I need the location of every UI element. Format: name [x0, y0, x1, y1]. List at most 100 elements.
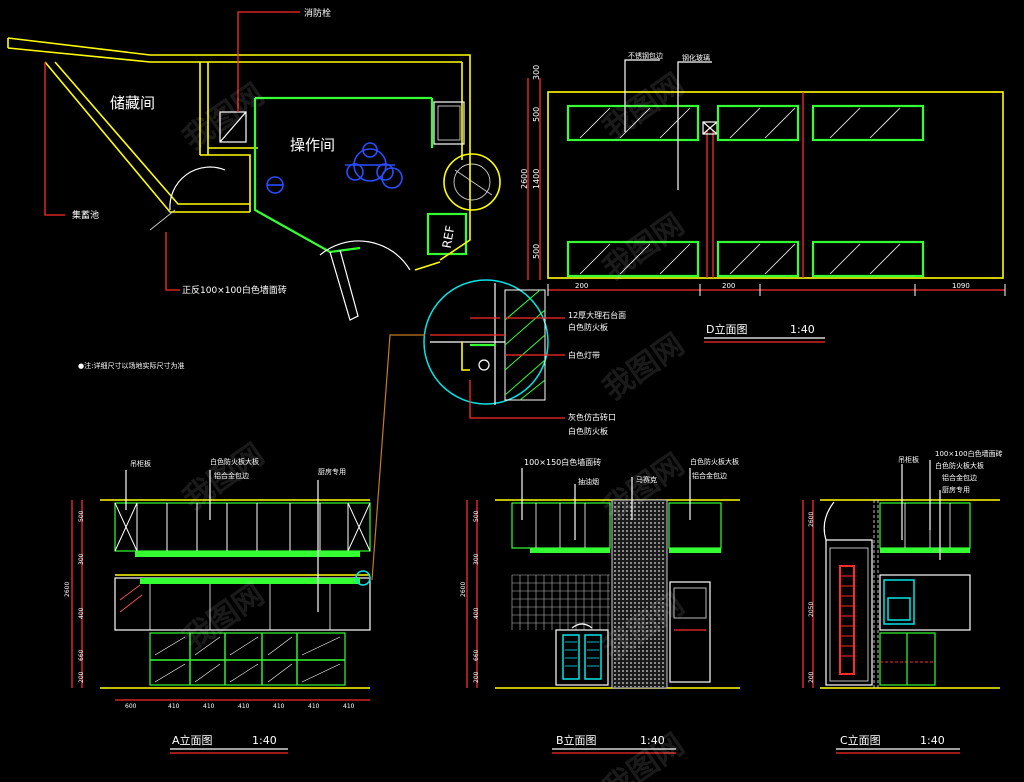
- mosaic-tile: [630, 594, 632, 596]
- mosaic-tile: [614, 518, 616, 520]
- mosaic-tile: [630, 614, 632, 616]
- mosaic-tile: [650, 562, 652, 564]
- a-dim-b1: 600: [125, 703, 137, 710]
- mosaic-tile: [630, 558, 632, 560]
- d-dim-bottom-2: 200: [722, 282, 735, 290]
- mosaic-tile: [622, 682, 624, 684]
- mosaic-tile: [654, 566, 656, 568]
- mosaic-tile: [654, 590, 656, 592]
- mosaic-tile: [654, 550, 656, 552]
- mosaic-tile: [614, 650, 616, 652]
- mosaic-tile: [614, 686, 616, 688]
- mosaic-tile: [642, 662, 644, 664]
- mosaic-tile: [658, 686, 660, 688]
- elevation-a: 吊柜板 白色防火板大板 铝合金包边 厨房专用 2600 500 300 400 …: [64, 457, 371, 754]
- mosaic-tile: [654, 642, 656, 644]
- mosaic-tile: [662, 666, 664, 668]
- mosaic-tile: [626, 518, 628, 520]
- mosaic-tile: [642, 514, 644, 516]
- mosaic-tile: [618, 658, 620, 660]
- mosaic-tile: [634, 662, 636, 664]
- mosaic-tile: [626, 686, 628, 688]
- storage-room-label: 储藏间: [110, 94, 155, 112]
- mosaic-tile: [650, 530, 652, 532]
- d-dim-bottom-1: 200: [575, 282, 588, 290]
- mosaic-tile: [646, 598, 648, 600]
- mosaic-tile: [642, 554, 644, 556]
- mosaic-tile: [658, 606, 660, 608]
- mosaic-tile: [618, 530, 620, 532]
- mosaic-tile: [622, 546, 624, 548]
- mosaic-tile: [618, 558, 620, 560]
- mosaic-tile: [622, 582, 624, 584]
- mosaic-tile: [658, 678, 660, 680]
- mosaic-tile: [654, 634, 656, 636]
- mosaic-tile: [658, 502, 660, 504]
- a-dim-5: 200: [78, 671, 85, 683]
- mosaic-tile: [614, 610, 616, 612]
- mosaic-tile: [614, 586, 616, 588]
- mosaic-tile: [654, 646, 656, 648]
- mosaic-tile: [622, 642, 624, 644]
- mosaic-tile: [646, 674, 648, 676]
- mosaic-tile: [630, 502, 632, 504]
- mosaic-tile: [626, 638, 628, 640]
- mosaic-tile: [638, 570, 640, 572]
- mosaic-tile: [622, 578, 624, 580]
- mosaic-tile: [622, 534, 624, 536]
- a-dim-b5: 410: [273, 703, 285, 710]
- mosaic-tile: [626, 662, 628, 664]
- mosaic-tile: [634, 514, 636, 516]
- mosaic-tile: [658, 658, 660, 660]
- mosaic-tile: [626, 618, 628, 620]
- mosaic-tile: [638, 658, 640, 660]
- mosaic-tile: [638, 506, 640, 508]
- mosaic-tile: [654, 506, 656, 508]
- mosaic-tile: [618, 666, 620, 668]
- mosaic-tile: [634, 542, 636, 544]
- mosaic-tile: [626, 582, 628, 584]
- mosaic-tile: [642, 602, 644, 604]
- c-dim-3: 200: [808, 671, 815, 683]
- mosaic-tile: [614, 562, 616, 564]
- mosaic-tile: [626, 594, 628, 596]
- d-dim-bottom-3: 1090: [952, 282, 970, 290]
- mosaic-tile: [658, 666, 660, 668]
- mosaic-tile: [626, 562, 628, 564]
- mosaic-tile: [622, 570, 624, 572]
- mosaic-tile: [634, 670, 636, 672]
- mosaic-tile: [658, 630, 660, 632]
- mosaic-tile: [642, 506, 644, 508]
- mosaic-tile: [654, 638, 656, 640]
- mosaic-tile: [622, 650, 624, 652]
- mosaic-tile: [650, 686, 652, 688]
- mosaic-tile: [650, 566, 652, 568]
- mosaic-tile: [650, 670, 652, 672]
- mosaic-tile: [642, 586, 644, 588]
- mosaic-tile: [614, 502, 616, 504]
- mosaic-tile: [654, 554, 656, 556]
- detail-mid-label: 白色灯带: [568, 350, 600, 360]
- mosaic-tile: [646, 534, 648, 536]
- mosaic-tile: [638, 554, 640, 556]
- mosaic-tile: [650, 594, 652, 596]
- mosaic-tile: [626, 670, 628, 672]
- mosaic-tile: [614, 510, 616, 512]
- mosaic-tile: [662, 678, 664, 680]
- mosaic-tile: [662, 610, 664, 612]
- plan-ref-label: REF: [440, 224, 458, 249]
- mosaic-tile: [634, 646, 636, 648]
- mosaic-tile: [654, 574, 656, 576]
- mosaic-tile: [614, 582, 616, 584]
- mosaic-tile: [654, 674, 656, 676]
- mosaic-tile: [630, 570, 632, 572]
- mosaic-tile: [658, 570, 660, 572]
- mosaic-tile: [618, 618, 620, 620]
- mosaic-tile: [614, 570, 616, 572]
- mosaic-tile: [658, 670, 660, 672]
- mosaic-tile: [618, 546, 620, 548]
- mosaic-tile: [650, 654, 652, 656]
- mosaic-tile: [634, 594, 636, 596]
- mosaic-tile: [658, 530, 660, 532]
- mosaic-tile: [614, 598, 616, 600]
